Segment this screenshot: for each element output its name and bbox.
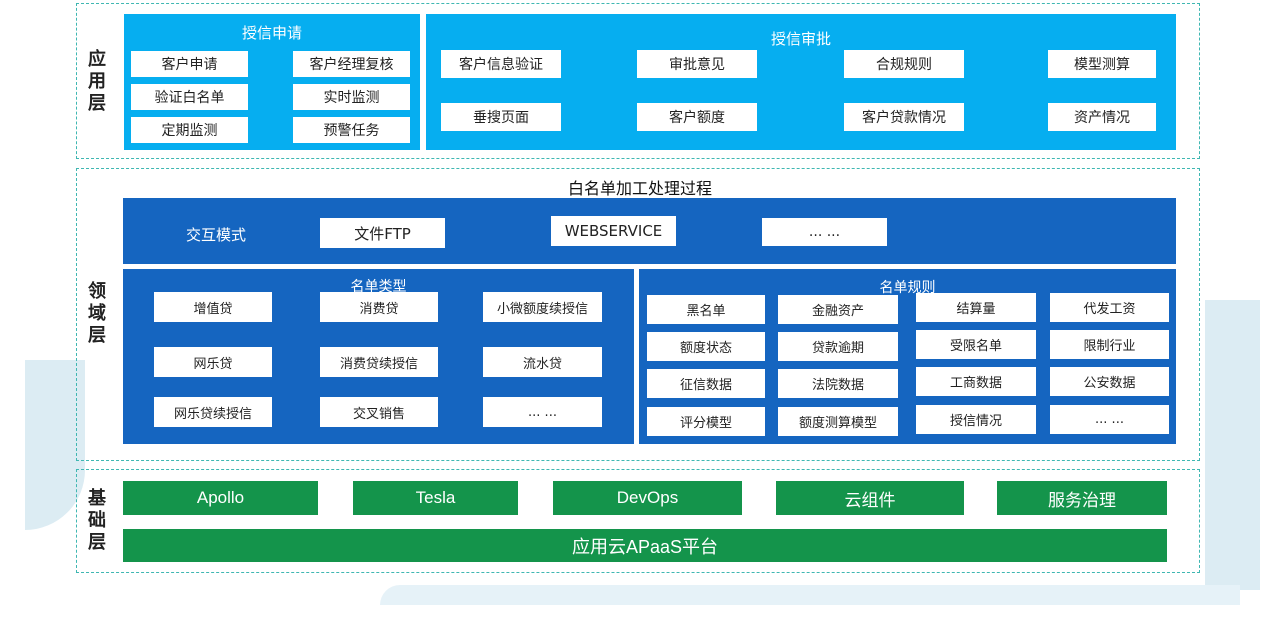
domain-layer: 领 域 层: [76, 168, 1200, 461]
whitelist-process-title: 白名单加工处理过程: [567, 179, 712, 198]
list-type-consumer-renewal: 消费贷续授信: [320, 347, 438, 377]
list-type-micro-renewal: 小微额度续授信: [483, 292, 602, 322]
rule-financial-assets: 金融资产: [778, 295, 898, 324]
rule-court-data: 法院数据: [778, 369, 898, 398]
credit-application-title: 授信申请: [241, 24, 302, 42]
credit-application-panel: 授信申请 客户申请 客户经理复核 验证白名单 实时监测 定期监测 预警任务: [124, 14, 420, 150]
list-type-wanglo-renewal: 网乐贷续授信: [154, 397, 272, 427]
interaction-mode-label: 交互模式: [186, 226, 247, 244]
list-types-title: 名单类型: [350, 279, 407, 295]
rule-limit-status: 额度状态: [647, 332, 765, 361]
rule-scoring-model: 评分模型: [647, 407, 765, 436]
component-apollo: Apollo: [123, 481, 318, 515]
background-shape-left: [25, 360, 85, 530]
rule-payroll: 代发工资: [1050, 293, 1169, 322]
approval-item-compliance-rules: 合规规则: [844, 50, 964, 78]
rule-restricted-list: 受限名单: [916, 330, 1036, 359]
rule-business-data: 工商数据: [916, 367, 1036, 396]
list-type-more: ... ...: [483, 397, 602, 427]
approval-item-customer-info-verify: 客户信息验证: [441, 50, 561, 78]
background-shape-bottom: [380, 585, 1240, 605]
rule-loan-overdue: 贷款逾期: [778, 332, 898, 361]
credit-approval-title: 授信审批: [770, 30, 831, 48]
rule-more: ... ...: [1050, 405, 1169, 434]
list-type-zengzhidai: 增值贷: [154, 292, 272, 322]
component-devops: DevOps: [553, 481, 742, 515]
approval-item-asset-status: 资产情况: [1048, 103, 1156, 131]
app-item-realtime-monitor: 实时监测: [293, 84, 410, 110]
interaction-mode-panel: 交互模式 文件FTP WEBSERVICE ... ...: [123, 198, 1176, 264]
approval-item-loan-status: 客户贷款情况: [844, 103, 964, 131]
app-item-verify-whitelist: 验证白名单: [131, 84, 248, 110]
platform-apaas: 应用云APaaS平台: [123, 529, 1167, 562]
app-item-alert-task: 预警任务: [293, 117, 410, 143]
rule-limit-model: 额度测算模型: [778, 407, 898, 436]
approval-item-customer-limit: 客户额度: [637, 103, 757, 131]
list-rules-panel: 名单规则 黑名单 金融资产 结算量 代发工资 额度状态 贷款逾期 受限名单 限制…: [639, 269, 1176, 444]
list-types-panel: 名单类型 增值贷 消费贷 小微额度续授信 网乐贷 消费贷续授信 流水贷 网乐贷续…: [123, 269, 634, 444]
component-tesla: Tesla: [353, 481, 518, 515]
app-item-customer-application: 客户申请: [131, 51, 248, 77]
list-type-liushuidai: 流水贷: [483, 347, 602, 377]
domain-layer-label: 领 域 层: [88, 281, 106, 346]
approval-item-vertical-search: 垂搜页面: [441, 103, 561, 131]
interaction-item-more: ... ...: [762, 218, 887, 246]
list-rules-title: 名单规则: [879, 280, 936, 296]
list-type-wanglodai: 网乐贷: [154, 347, 272, 377]
rule-settlement: 结算量: [916, 293, 1036, 322]
rule-credit-data: 征信数据: [647, 369, 765, 398]
app-item-periodic-monitor: 定期监测: [131, 117, 248, 143]
app-item-manager-review: 客户经理复核: [293, 51, 410, 77]
application-layer: 应 用 层: [76, 3, 1200, 159]
credit-approval-panel: 授信审批 客户信息验证 审批意见 合规规则 模型测算 垂搜页面 客户额度 客户贷…: [426, 14, 1176, 150]
list-type-cross-sell: 交叉销售: [320, 397, 438, 427]
approval-item-model-calc: 模型测算: [1048, 50, 1156, 78]
background-shape-right: [1205, 300, 1260, 590]
application-layer-label: 应 用 层: [88, 49, 106, 114]
interaction-item-ftp: 文件FTP: [320, 218, 445, 248]
list-type-xiaofeidai: 消费贷: [320, 292, 438, 322]
interaction-item-webservice: WEBSERVICE: [551, 216, 676, 246]
rule-blacklist: 黑名单: [647, 295, 765, 324]
component-service-governance: 服务治理: [997, 481, 1167, 515]
approval-item-approval-opinion: 审批意见: [637, 50, 757, 78]
rule-restricted-industry: 限制行业: [1050, 330, 1169, 359]
base-layer-label: 基 础 层: [88, 488, 106, 553]
rule-police-data: 公安数据: [1050, 367, 1169, 396]
component-cloud: 云组件: [776, 481, 964, 515]
base-layer: 基 础 层: [76, 469, 1200, 573]
rule-credit-status: 授信情况: [916, 405, 1036, 434]
